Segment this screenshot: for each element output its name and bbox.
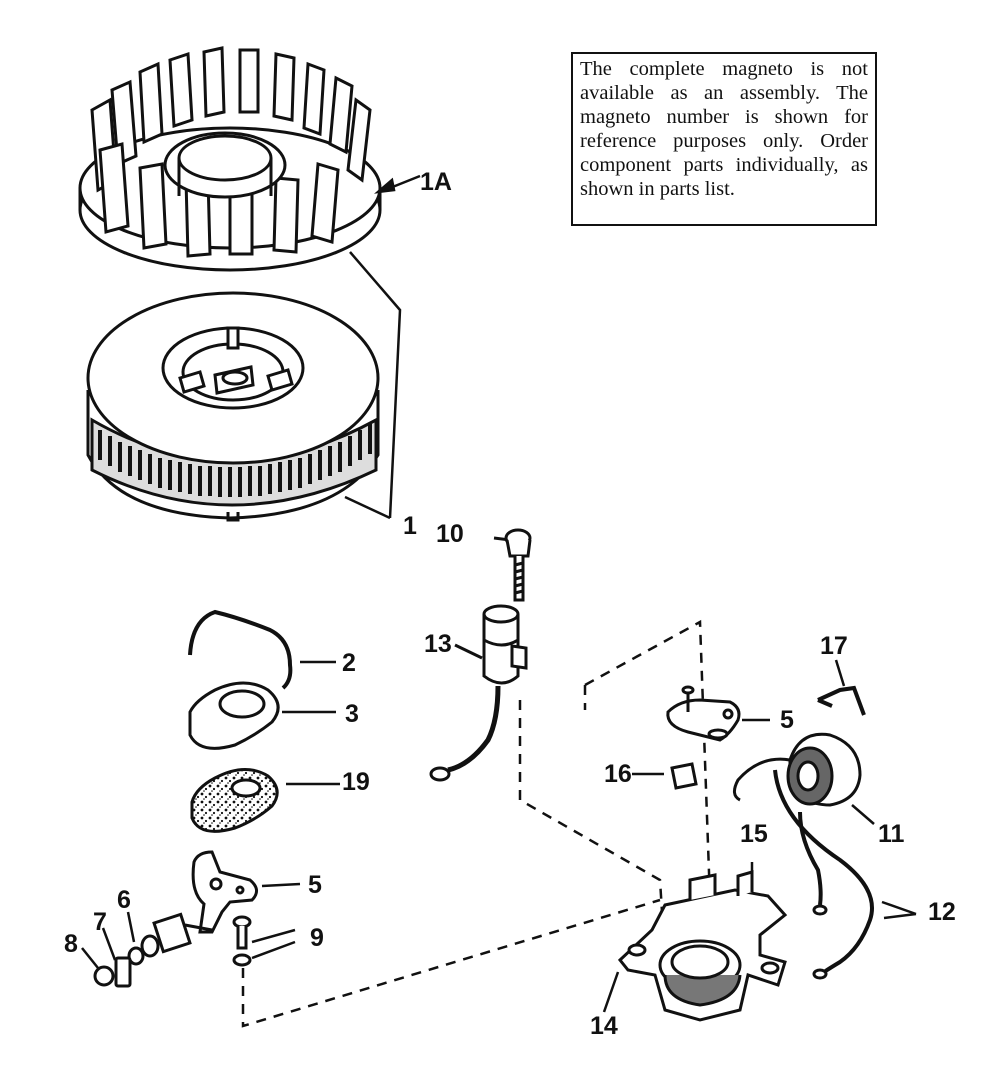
part-5-bracket-upper <box>666 685 770 742</box>
callout-3: 3 <box>345 700 359 728</box>
callout-8: 8 <box>64 930 78 958</box>
callout-14: 14 <box>590 1012 618 1040</box>
callout-6: 6 <box>117 886 131 914</box>
part-11-coil <box>733 732 875 916</box>
callout-17: 17 <box>820 632 848 660</box>
callout-10: 10 <box>436 520 464 548</box>
leader-lines-top <box>344 174 421 520</box>
callout-5-upper: 5 <box>780 706 794 734</box>
leader-lines-left <box>81 911 136 969</box>
callout-13: 13 <box>424 630 452 658</box>
part-13-condenser <box>429 604 528 782</box>
part-9-screw-washer <box>232 915 296 967</box>
part-1-flywheel <box>86 291 380 522</box>
part-5-arm-lower <box>191 850 301 934</box>
callout-1: 1 <box>403 512 417 540</box>
callout-7: 7 <box>93 908 107 936</box>
part-14-15-armature <box>602 862 788 1022</box>
breaker-points <box>93 912 213 988</box>
part-2-clip <box>188 609 336 690</box>
part-10-screw <box>493 528 532 602</box>
part-1a-fan <box>78 46 382 272</box>
dashed-assembly-lines <box>241 619 712 1028</box>
part-17-spring <box>817 659 866 716</box>
callout-19: 19 <box>342 768 370 796</box>
reference-note: The complete magneto is not available as… <box>571 52 877 226</box>
callout-9: 9 <box>310 924 324 952</box>
part-19-gasket <box>190 768 340 833</box>
callout-2: 2 <box>342 649 356 677</box>
part-3-plate <box>188 681 336 750</box>
part-12-wire <box>773 769 917 980</box>
part-16-block <box>632 762 698 790</box>
callout-5-lower: 5 <box>308 871 322 899</box>
callout-15: 15 <box>740 820 768 848</box>
callout-1a: 1A <box>420 168 452 196</box>
callout-16: 16 <box>604 760 632 788</box>
callout-11: 11 <box>878 820 905 848</box>
callout-12: 12 <box>928 898 956 926</box>
